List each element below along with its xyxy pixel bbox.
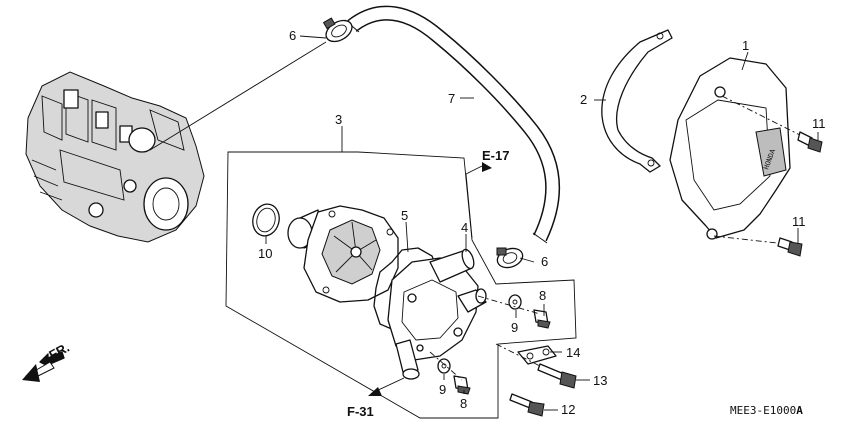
pump-cover-body <box>387 248 487 380</box>
pump-impeller-housing <box>287 205 399 303</box>
long-bolt-12 <box>509 393 545 417</box>
callout-8b: 8 <box>460 396 467 411</box>
callout-labels: 1 2 3 4 5 6 6 7 8 8 9 9 10 11 11 12 13 1… <box>258 28 826 417</box>
ref-arrow-e17 <box>465 162 492 239</box>
long-bolt-13 <box>495 343 577 389</box>
leader-engine <box>149 41 327 151</box>
callout-12: 12 <box>561 402 575 417</box>
hose-clamp-upper <box>322 17 353 43</box>
ref-label-f31: F-31 <box>347 404 374 419</box>
bolt-washer-lower <box>429 351 471 395</box>
ref-label-e17: E-17 <box>482 148 509 163</box>
ref-arrow-f31 <box>368 377 405 396</box>
callout-8a: 8 <box>539 288 546 303</box>
callout-9a: 9 <box>511 320 518 335</box>
water-pump-cover: HONDA <box>669 57 791 240</box>
diagram-code-suffix: A <box>796 404 803 417</box>
cover-bracket <box>601 29 673 173</box>
diagram-code: MEE3-E1000A <box>730 404 803 417</box>
callout-4: 4 <box>461 220 468 235</box>
callout-6b: 6 <box>541 254 548 269</box>
callout-6a: 6 <box>289 28 296 43</box>
callout-14: 14 <box>566 345 580 360</box>
callout-11a: 11 <box>812 116 826 131</box>
leader-lines <box>265 35 819 411</box>
diagram-code-main: MEE3-E1000 <box>730 404 796 417</box>
callout-10: 10 <box>258 246 272 261</box>
engine-assembly <box>25 71 205 243</box>
retaining-plate <box>517 345 557 365</box>
o-ring <box>252 203 280 237</box>
callout-7: 7 <box>448 91 455 106</box>
pump-assembly-frame <box>225 151 577 419</box>
water-hose <box>344 5 561 244</box>
callout-9b: 9 <box>439 382 446 397</box>
callout-2: 2 <box>580 92 587 107</box>
callout-5: 5 <box>401 208 408 223</box>
bolt-washer-upper <box>477 294 551 329</box>
callout-3: 3 <box>335 112 342 127</box>
callout-13: 13 <box>593 373 607 388</box>
cover-bolt-upper <box>721 95 823 153</box>
cover-bolt-lower <box>713 235 803 257</box>
hose-clamp-lower <box>496 247 524 269</box>
callout-1: 1 <box>742 38 749 53</box>
front-direction-arrow <box>22 351 65 382</box>
callout-11b: 11 <box>792 214 806 229</box>
